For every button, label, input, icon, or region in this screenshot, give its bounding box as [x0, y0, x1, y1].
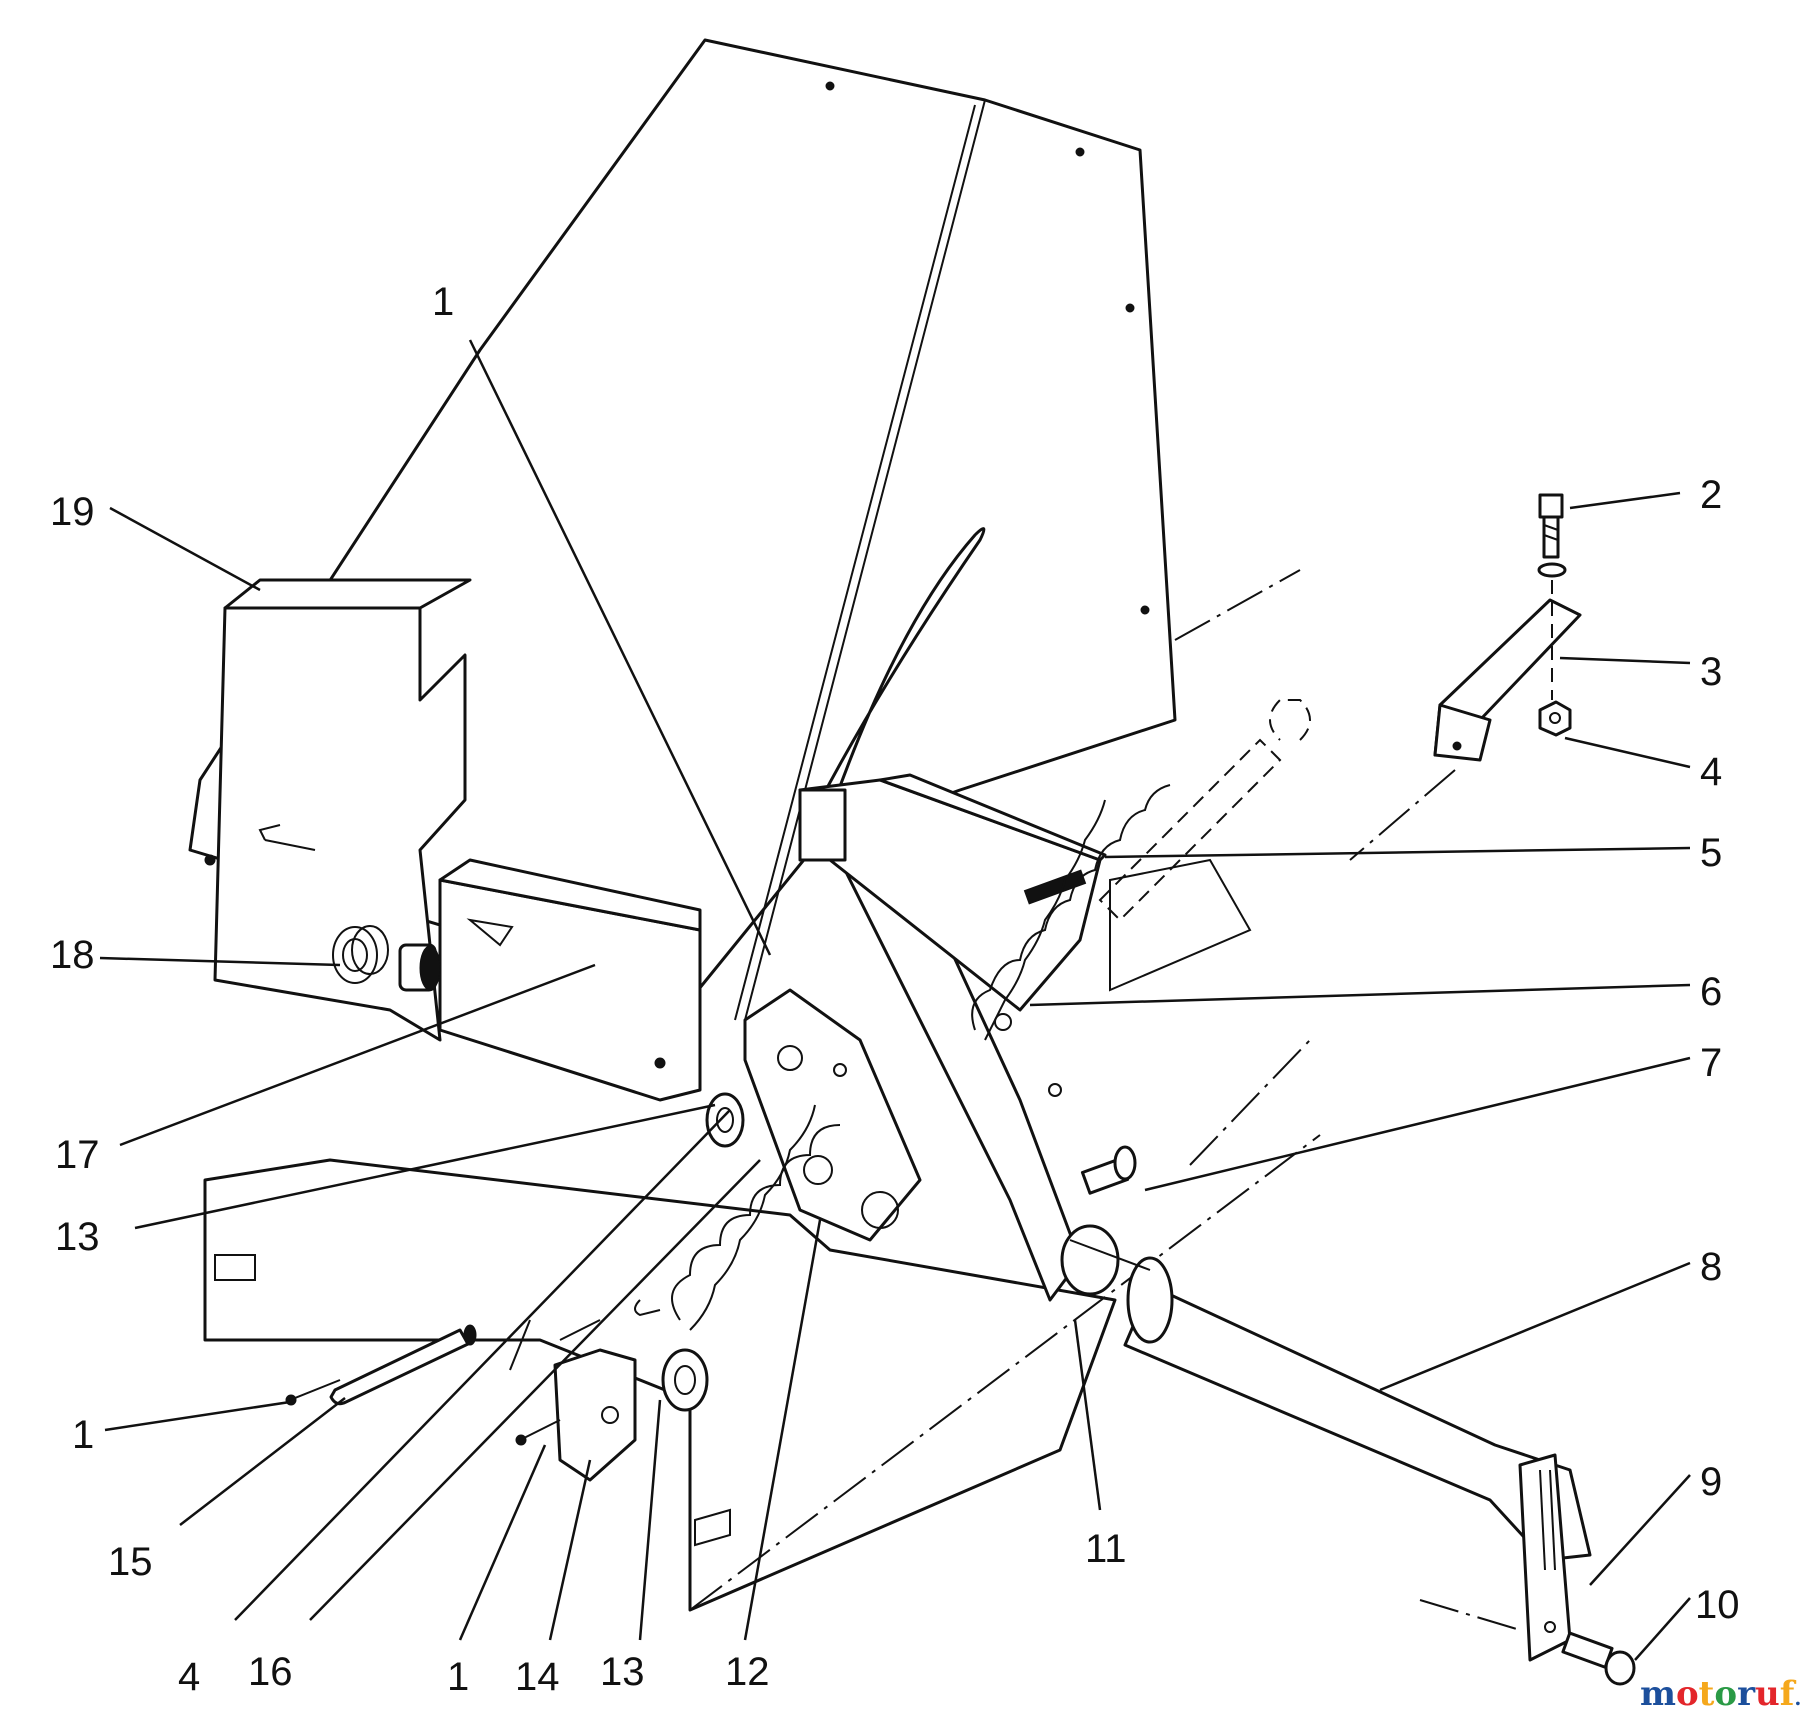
- watermark-suffix: .de: [1794, 1686, 1800, 1710]
- part-13-washer: [661, 1092, 745, 1412]
- callout-13-left: 13: [55, 1215, 100, 1259]
- callout-15: 15: [108, 1540, 153, 1584]
- callout-11: 11: [1085, 1527, 1127, 1571]
- part-3-bracket: [1349, 598, 1582, 861]
- part-2-bolt: [1537, 493, 1567, 700]
- part-10-bolt: [1561, 1631, 1636, 1686]
- leader-lines: [99, 339, 1691, 1661]
- part-14-tab: [553, 1348, 637, 1482]
- callout-3: 3: [1700, 650, 1722, 694]
- callout-9: 9: [1700, 1460, 1722, 1504]
- part-1-screws: [285, 1319, 561, 1446]
- part-8-shaft: [1060, 1224, 1592, 1562]
- watermark-logo: motoruf.de: [1640, 1674, 1800, 1714]
- callout-1-left: 1: [72, 1413, 94, 1457]
- part-6-spring: [971, 784, 1171, 1041]
- callout-13-bottom: 13: [600, 1650, 645, 1694]
- svg-text:motoruf.de: motoruf.de: [1640, 1674, 1800, 1714]
- part-7-bolt: [1080, 1145, 1137, 1195]
- part-18-bushing: [332, 925, 441, 992]
- callout-12: 12: [725, 1650, 770, 1694]
- callout-10: 10: [1695, 1583, 1740, 1627]
- part-16-spring: [671, 1104, 841, 1331]
- part-5-handle: [798, 773, 1107, 1012]
- slot-tab: [1098, 699, 1311, 992]
- callout-6: 6: [1700, 970, 1722, 1014]
- callout-18: 18: [50, 933, 95, 977]
- callouts: 1 2 3 4 5 6 7 8 9 10 11 12 13 1 16 4 15 …: [50, 280, 1740, 1699]
- part-4-nut: [1538, 700, 1572, 737]
- part-19-bracket: [204, 578, 472, 1042]
- callout-16: 16: [248, 1650, 293, 1694]
- callout-7: 7: [1700, 1041, 1722, 1085]
- watermark-text: motoruf: [1640, 1674, 1797, 1714]
- callout-4-bottom: 4: [178, 1655, 200, 1699]
- callout-2: 2: [1700, 473, 1722, 517]
- part-12-bracket: [743, 988, 922, 1242]
- hook-part: [559, 1299, 661, 1341]
- callout-5: 5: [1700, 831, 1722, 875]
- callout-1-top: 1: [432, 280, 454, 324]
- callout-1-bottom: 1: [447, 1655, 469, 1699]
- callout-19: 19: [50, 490, 95, 534]
- callout-4-right: 4: [1700, 750, 1722, 794]
- callout-17: 17: [55, 1133, 100, 1177]
- part-17-plate: [438, 858, 702, 1102]
- callout-14: 14: [515, 1655, 560, 1699]
- callout-8: 8: [1700, 1245, 1722, 1289]
- base-frame: [203, 1039, 1321, 1612]
